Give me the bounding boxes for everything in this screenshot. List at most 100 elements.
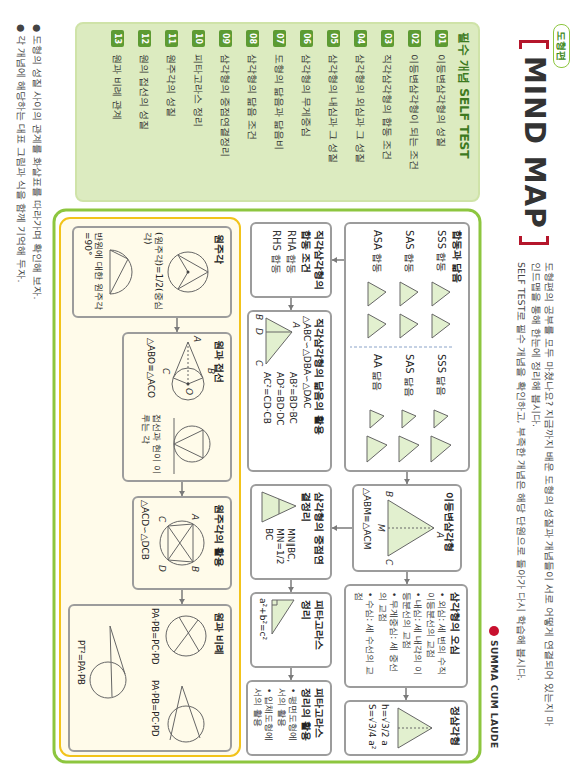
checklist-item: 삼각형의 내심과 그 성질 bbox=[327, 54, 340, 194]
concept-box: 이등변삼각형ABMC△ABM≡△ACM bbox=[352, 484, 462, 572]
formula-label: (원주각)=1/2(중심각) bbox=[142, 232, 164, 312]
condition-label: SAS 닮음 bbox=[403, 354, 416, 397]
arrow-head bbox=[332, 525, 337, 531]
divider-line bbox=[350, 347, 452, 348]
formula-label: △ABO≡△ACO bbox=[145, 338, 156, 398]
checklist-item: 이등변삼각형의 성질 bbox=[435, 54, 448, 194]
self-test-panel: 필수 개념 SELF TEST 01 이등변삼각형의 성질 02 이등변삼각형이 되는 … bbox=[75, 22, 480, 202]
connector bbox=[174, 318, 180, 332]
figure-lines bbox=[90, 250, 434, 742]
note-text: ● 도형의 성질 사이의 관계를 화살표를 따라가며 확인해 보자. bbox=[31, 24, 44, 299]
page-title: MIND MAP bbox=[516, 40, 552, 245]
point-label: A bbox=[191, 336, 202, 342]
circle-section-frame bbox=[60, 218, 240, 756]
item-number: 03 bbox=[381, 30, 394, 47]
box-title: 삼각형의 중점연결정리 bbox=[300, 492, 326, 572]
note-text: ● 각 개념에 해당하는 대표 그림과 식을 함께 기억해 두자. bbox=[15, 24, 28, 283]
formula-label: PA·PB=PC·PD bbox=[149, 680, 160, 750]
connector bbox=[288, 668, 294, 680]
item-number: 07 bbox=[273, 30, 286, 47]
box-title: 합동과 닮음 bbox=[451, 230, 464, 464]
point-label: D bbox=[253, 328, 264, 335]
box-title: 정삼각형 bbox=[449, 706, 462, 750]
point-label: B bbox=[253, 314, 264, 320]
concept-box: 원과 접선ABCO△ABO≡△ACO접선과 현이 이루는 각 bbox=[122, 332, 232, 482]
concept-box: 피타고라스 정리의 활용• 평면도형에서의 활용• 입체도형에서의 활용 bbox=[246, 680, 332, 756]
item-number: 02 bbox=[408, 30, 421, 47]
connector bbox=[404, 472, 410, 484]
point-label: C bbox=[156, 516, 167, 522]
item-number: 12 bbox=[138, 30, 151, 47]
concept-box: 삼각형의 중점연결정리MN∥BC, MN=1/2 BC bbox=[250, 484, 332, 580]
description-text: 도형편의 공부를 모두 마쳤나요? 지금까지 배운 도형의 성질과 개념들이 서… bbox=[530, 262, 556, 732]
condition-label: RHS 합동 bbox=[270, 230, 283, 290]
item-number: 09 bbox=[219, 30, 232, 47]
box-title: 피타고라스 정리의 활용 bbox=[300, 688, 326, 748]
item-number: 10 bbox=[192, 30, 205, 47]
formula-label: △ACD∽△DCB bbox=[139, 500, 150, 560]
brand-logo: SUMMA CUM LAUDE bbox=[488, 640, 500, 749]
point-label: A bbox=[189, 514, 200, 520]
point-label: C bbox=[253, 360, 264, 366]
concept-box: 원과 비례 PA·PB=PC·PD PA·PB=PC·PD PT²=PA·PB bbox=[68, 604, 232, 752]
condition-label: SSS 닮음 bbox=[435, 354, 448, 396]
connector bbox=[404, 572, 410, 584]
formula-label: PT²=PA·PB bbox=[75, 640, 86, 685]
formula-label: MN∥BC, MN=1/2 BC bbox=[263, 528, 296, 576]
item-number: 06 bbox=[300, 30, 313, 47]
checklist-item: 도형의 닮음과 닮음비 bbox=[273, 54, 286, 194]
point-label: B bbox=[189, 566, 200, 572]
checklist-item: 삼각형의 중점연결정리 bbox=[219, 54, 232, 194]
bullet-text: • 수심: 세 수선의 교점 bbox=[353, 592, 375, 680]
condition-label: AA 닮음 bbox=[371, 354, 384, 391]
checklist-item: 원의 접선의 성질 bbox=[138, 54, 151, 194]
formula-label: a²+b²=c² bbox=[257, 598, 268, 640]
concept-box: 직각삼각형의 합동 조건RHA 합동RHS 합동 bbox=[250, 222, 332, 298]
concept-box: 합동과 닮음SSS 합동SAS 합동ASA 합동SSS 닮음SAS 닮음AA 닮… bbox=[344, 222, 470, 472]
connector bbox=[288, 298, 294, 310]
condition-label: SAS 합동 bbox=[403, 230, 416, 273]
item-number: 01 bbox=[435, 30, 448, 47]
connector bbox=[332, 525, 352, 531]
condition-label: SSS 합동 bbox=[435, 230, 448, 272]
checklist-item: 삼각형의 무게중심 bbox=[300, 54, 313, 194]
formula-label: S=√3/4 a² bbox=[366, 704, 377, 754]
bullet-text: • 평면도형에서의 활용 bbox=[276, 688, 298, 748]
formula-label: PA·PB=PC·PD bbox=[149, 608, 160, 678]
box-title: 원과 비례 bbox=[213, 612, 226, 744]
point-label: B bbox=[383, 491, 394, 497]
checklist-item: 원주각의 성질 bbox=[165, 54, 178, 194]
formula-label: 반원에 대한 원주각=90° bbox=[82, 232, 104, 312]
concept-box: 직각삼각형의 닮음의 활용△ABC∽△DBA∽△DACABDCAB²=BD·BC… bbox=[247, 310, 332, 472]
box-title: 원주각 bbox=[213, 234, 226, 310]
bullet-text: • 외심: 세 변의 수직이등분선의 교점 bbox=[425, 592, 447, 680]
formula-label: △ABM≡△ACM bbox=[361, 488, 372, 568]
bullet-text: • 무게중심: 세 중선의 교점 bbox=[377, 592, 399, 680]
point-label: O bbox=[183, 388, 194, 395]
bullet-text: • 내심: 세 내각의 이등분선의 교점 bbox=[401, 592, 423, 680]
item-number: 05 bbox=[327, 30, 340, 47]
concept-box: 원주각의 활용ABCD△ACD∽△DCB bbox=[132, 496, 232, 590]
checklist-item: 피타고라스 정리 bbox=[192, 54, 205, 194]
checklist-item: 이등변삼각형이 되는 조건 bbox=[408, 54, 421, 194]
unit-tag: 도형편 bbox=[553, 24, 570, 68]
triangle-figures bbox=[262, 282, 451, 748]
concept-box: 원주각 (원주각)=1/2(중심각) 반원에 대한 원주각=90° bbox=[72, 226, 232, 318]
formula-label: AC²=CD·CB bbox=[261, 372, 272, 424]
box-title: 원과 접선 bbox=[213, 340, 226, 474]
box-title: 원주각의 활용 bbox=[213, 504, 226, 582]
connector bbox=[288, 580, 294, 592]
formula-label: AD²=BD·DC bbox=[274, 372, 285, 425]
bullet-text: • 입체도형에서의 활용 bbox=[252, 688, 274, 748]
box-title: 이등변삼각형 bbox=[443, 492, 456, 564]
item-number: 08 bbox=[246, 30, 259, 47]
box-title: 필수 개념 SELF TEST bbox=[456, 32, 472, 192]
formula-label: AB²=BD·BC bbox=[287, 372, 298, 424]
connector bbox=[179, 590, 185, 604]
concept-box: 삼각형의 오심• 외심: 세 변의 수직이등분선의 교점• 내심: 세 내각의 … bbox=[344, 584, 468, 688]
box-title: 직각삼각형의 합동 조건 bbox=[300, 230, 326, 290]
checklist-item: 삼각형의 외심과 그 성질 bbox=[354, 54, 367, 194]
formula-label: h=√3/2 a bbox=[379, 704, 390, 754]
checklist-item: 직각삼각형의 합동 조건 bbox=[381, 54, 394, 194]
box-title: 피타고라스 정리 bbox=[300, 600, 326, 660]
